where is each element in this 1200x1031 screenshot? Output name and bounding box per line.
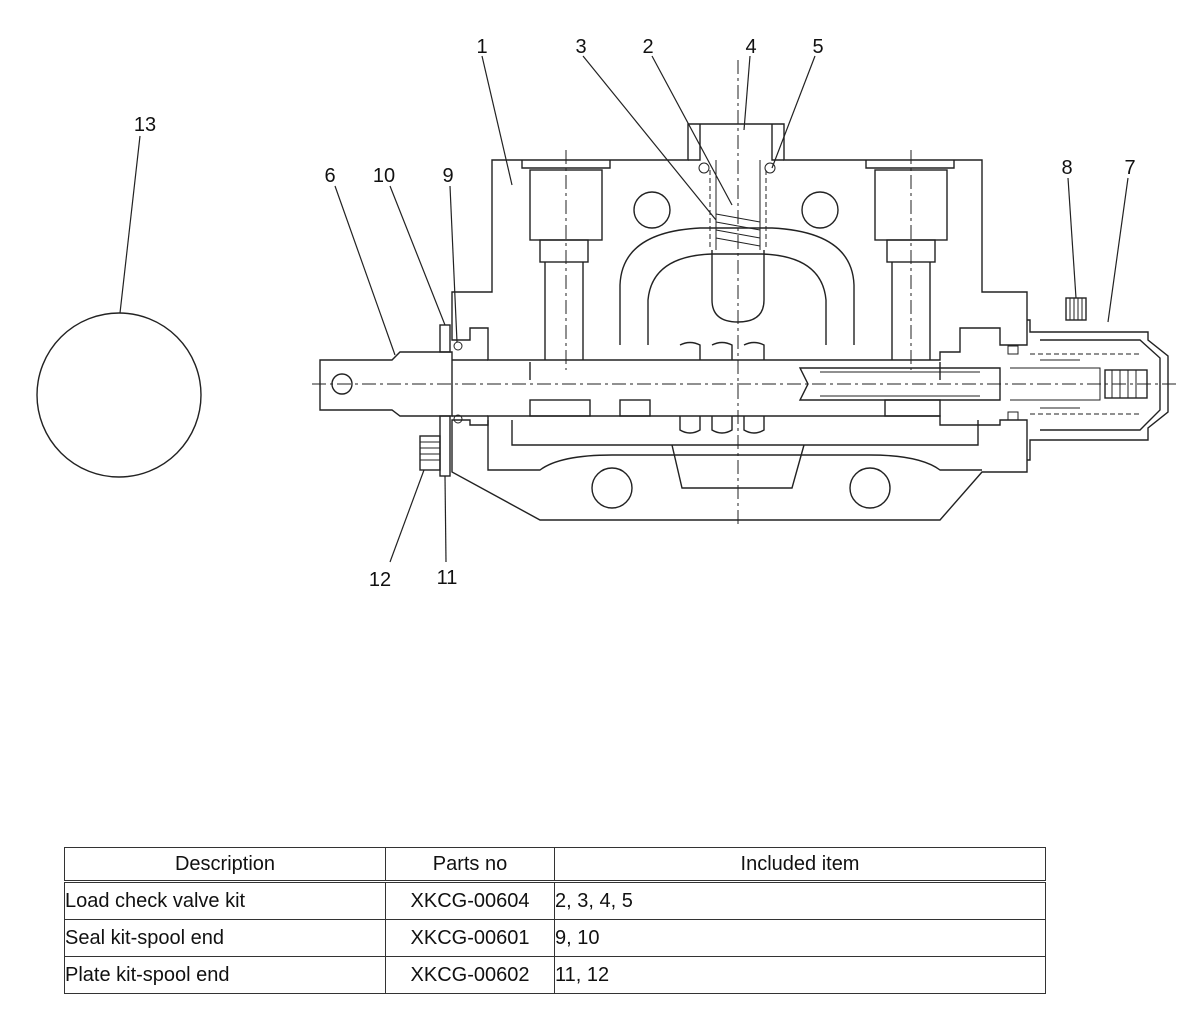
- callout-3: 3: [575, 36, 586, 58]
- row-description: Plate kit-spool end: [64, 956, 386, 994]
- callouts: 1 2 3 4 5 6 7 8 9 10 11 12 13: [134, 36, 1136, 591]
- parts-table: Description Parts no Included item Load …: [64, 847, 1046, 994]
- header-description: Description: [64, 847, 386, 883]
- row-included-item: 2, 3, 4, 5: [554, 881, 1046, 920]
- row-description: Seal kit-spool end: [64, 919, 386, 957]
- callout-10: 10: [373, 165, 395, 187]
- row-parts-no: XKCG-00602: [385, 956, 555, 994]
- callout-4: 4: [745, 36, 756, 58]
- row-parts-no: XKCG-00604: [385, 881, 555, 920]
- part-13-circle: [36, 312, 202, 478]
- centerlines: [312, 60, 1180, 528]
- spring-cap: [1010, 319, 1169, 461]
- row-included-item: 9, 10: [554, 919, 1046, 957]
- small-parts: [419, 297, 1087, 477]
- callout-1: 1: [476, 36, 487, 58]
- callout-8: 8: [1061, 157, 1072, 179]
- callout-12: 12: [369, 569, 391, 591]
- header-parts-no: Parts no: [385, 847, 555, 883]
- valve-body: [451, 123, 1028, 521]
- callout-9: 9: [442, 165, 453, 187]
- callout-7: 7: [1124, 157, 1135, 179]
- callout-11: 11: [437, 567, 458, 589]
- callout-5: 5: [812, 36, 823, 58]
- row-parts-no: XKCG-00601: [385, 919, 555, 957]
- header-included-item: Included item: [554, 847, 1046, 883]
- table-row: Plate kit-spool end XKCG-00602 11, 12: [64, 956, 1046, 994]
- callout-2: 2: [642, 36, 653, 58]
- row-description: Load check valve kit: [64, 881, 386, 920]
- table-row: Seal kit-spool end XKCG-00601 9, 10: [64, 919, 1046, 957]
- callout-13: 13: [134, 114, 156, 136]
- row-included-item: 11, 12: [554, 956, 1046, 994]
- leader-lines: [119, 55, 1129, 563]
- table-header-row: Description Parts no Included item: [64, 847, 1046, 883]
- table-row: Load check valve kit XKCG-00604 2, 3, 4,…: [64, 881, 1046, 920]
- callout-6: 6: [324, 165, 335, 187]
